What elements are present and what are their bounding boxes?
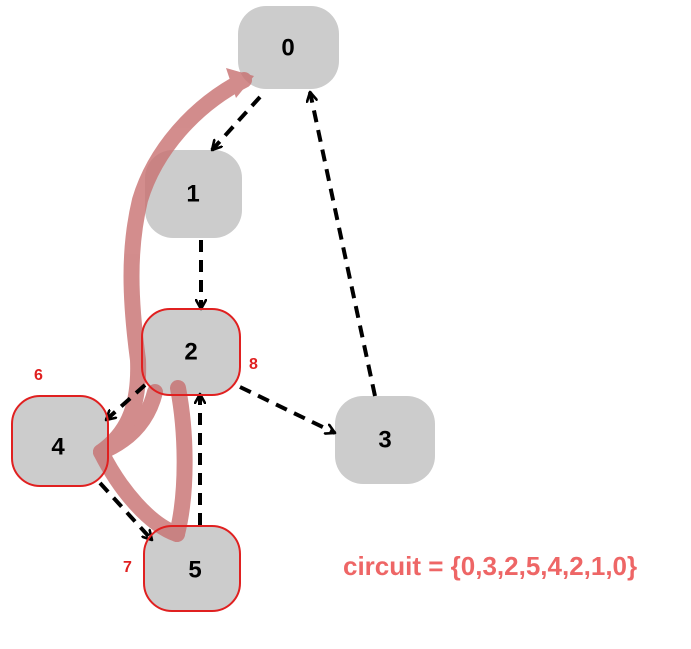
circuit-path-5-to-2 — [169, 380, 193, 542]
edges-layer — [98, 92, 377, 542]
node-4-box — [12, 396, 108, 486]
edge-2-to-4 — [104, 383, 147, 422]
order-label-node-2: 8 — [249, 356, 258, 373]
node-2-label: 2 — [184, 339, 197, 366]
order-label-node-4: 6 — [34, 367, 43, 384]
circuit-path-4-to-5 — [93, 444, 185, 542]
circuit-label: circuit = {0,3,2,5,4,2,1,0} — [343, 551, 637, 581]
node-0[interactable]: 0 — [238, 6, 339, 89]
circuit-path-4-to-0 — [93, 72, 252, 460]
node-3-label: 3 — [378, 427, 391, 454]
node-4[interactable]: 4 — [12, 396, 108, 486]
node-2-box — [142, 309, 240, 395]
circuit-path-arrowhead — [226, 68, 254, 98]
edge-3-to-0 — [310, 92, 377, 397]
node-2-highlight — [141, 308, 241, 396]
node-4-highlight — [11, 395, 109, 487]
order-labels: 6 7 8 — [34, 356, 258, 576]
node-3-box — [335, 396, 435, 484]
node-1[interactable]: 1 — [145, 150, 242, 238]
node-5-label: 5 — [188, 557, 201, 584]
circuit-path-layer — [93, 68, 254, 542]
node-1-box — [145, 150, 242, 238]
node-2[interactable]: 2 — [142, 309, 240, 395]
order-label-node-5: 7 — [123, 559, 132, 576]
node-4-label: 4 — [51, 434, 65, 461]
edge-0-to-1 — [210, 95, 262, 152]
node-5-box — [144, 526, 240, 611]
edge-2-to-3 — [239, 385, 335, 433]
node-0-label: 0 — [281, 35, 294, 62]
node-0-box — [238, 6, 339, 89]
node-5[interactable]: 5 — [144, 526, 240, 611]
node-5-highlight — [143, 525, 241, 612]
node-3[interactable]: 3 — [335, 396, 435, 484]
highlight-outlines — [11, 308, 241, 612]
nodes-layer: 0 1 2 3 4 5 — [12, 6, 435, 611]
node-1-label: 1 — [186, 181, 199, 208]
edge-4-to-5 — [98, 481, 154, 542]
